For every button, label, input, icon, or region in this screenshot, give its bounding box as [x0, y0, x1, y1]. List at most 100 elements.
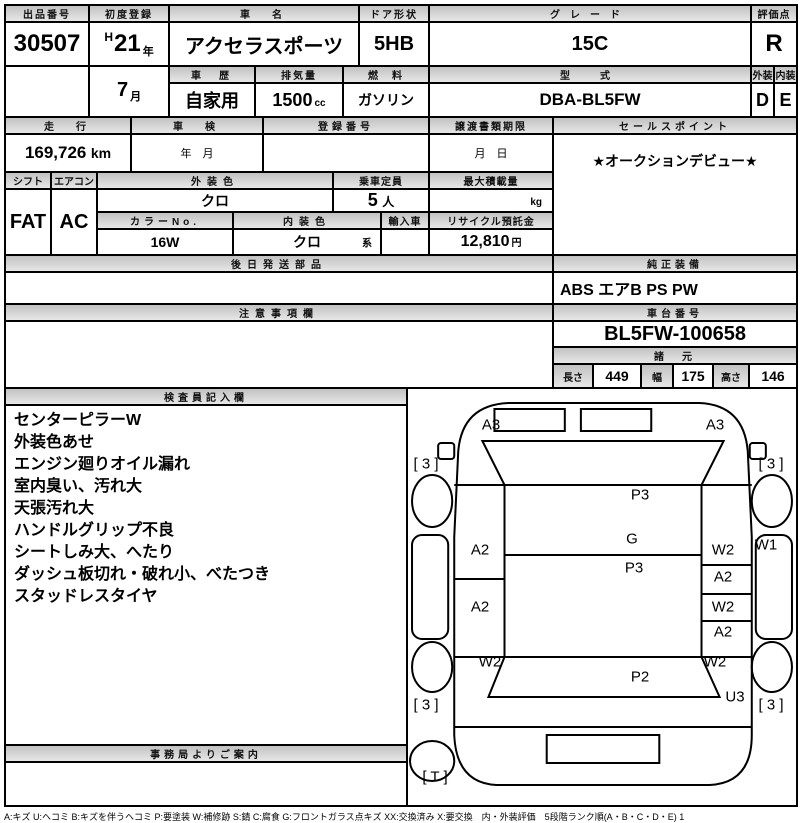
hood-vent-right	[579, 408, 653, 432]
mileage-label: 走 行	[3, 116, 133, 135]
int-color-label: 内装色	[232, 211, 383, 230]
first-reg-era: H	[104, 29, 113, 44]
damage-label: A2	[713, 568, 733, 586]
mileage-value: 169,726 km	[3, 133, 133, 173]
width-value: 175	[672, 363, 714, 389]
damage-label: W2	[711, 598, 735, 616]
rear-left-wheel	[411, 641, 454, 693]
legend-text: A:キズ U:ヘコミ B:キズを伴うヘコミ P:要塗装 W:補修跡 S:錆 C:…	[4, 812, 685, 822]
left-rocker-strip	[411, 534, 450, 640]
displacement-label: 排気量	[254, 65, 344, 84]
trunk-lid	[545, 734, 661, 764]
inspection-table: 検査員記入欄	[4, 387, 798, 807]
office-info-label: 事務局よりご案内	[4, 744, 408, 763]
recycle-unit: 円	[511, 238, 522, 249]
chassis-no-label: 車台番号	[551, 303, 799, 322]
right-rocker-strip	[754, 534, 793, 640]
inspector-note: ハンドルグリップ不良	[14, 522, 175, 539]
width-label: 幅	[640, 363, 674, 389]
recycle-number: 12,810	[460, 233, 510, 250]
inspector-note: ダッシュ板切れ・破れ小、べたつき	[14, 566, 271, 583]
damage-label: P2	[630, 668, 650, 686]
inspector-note: 外装色あせ	[14, 434, 95, 451]
ext-color-value: クロ	[95, 188, 335, 213]
reg-no-blank-cell	[262, 133, 431, 173]
equipment-value: ABS エアB PS PW	[552, 271, 798, 305]
exterior-grade: D	[750, 82, 776, 118]
length-label: 長さ	[552, 363, 594, 389]
inspector-note: 天張汚れ大	[14, 500, 95, 517]
displacement-number: 1500	[272, 89, 313, 110]
int-color-value: クロ 系	[232, 228, 383, 256]
damage-label: U3	[725, 688, 745, 706]
cautions-blank-cell	[4, 320, 554, 389]
car-body-outline	[453, 402, 753, 786]
sales-point-value: ★オークションデビュー★	[552, 133, 799, 256]
length-value: 449	[592, 363, 642, 389]
inspector-note: センターピラーW	[14, 412, 142, 429]
right-mirror	[748, 442, 767, 460]
int-color-suffix: 系	[362, 238, 373, 250]
capacity-label: 乗車定員	[332, 171, 431, 190]
hood-vent-left	[493, 408, 566, 432]
damage-label: W2	[478, 653, 502, 671]
chassis-no-value: BL5FW-100658	[551, 320, 799, 348]
auction-no-blank-cell	[4, 65, 90, 118]
door-shape-value: 5HB	[358, 21, 431, 67]
front-right-wheel	[750, 474, 793, 528]
equipment-table: 後日発送部品 純正装備 ABS エアB PS PW	[4, 254, 798, 305]
office-info-blank-cell	[4, 761, 408, 807]
int-color-name: クロ	[293, 234, 322, 250]
history-label: 車 歴	[168, 65, 256, 84]
damage-label: [ 3 ]	[413, 455, 439, 473]
sales-point-label: セールスポイント	[552, 116, 799, 135]
first-reg-year: 21	[113, 29, 141, 57]
damage-label: [ 3 ]	[413, 696, 439, 714]
detail-table: 走 行 車 検 登録番号 譲渡書類期限 セールスポイント 169,726 km …	[3, 116, 799, 256]
inspector-note: エンジン廻りオイル漏れ	[14, 456, 191, 473]
car-name-label: 車 名	[167, 4, 361, 23]
height-label: 高さ	[712, 363, 750, 389]
damage-label: A3	[705, 416, 725, 434]
rear-right-wheel	[750, 641, 793, 693]
fuel-label: 燃 料	[341, 65, 431, 84]
cautions-label: 注意事項欄	[4, 303, 554, 322]
recycle-label: リサイクル預託金	[428, 211, 555, 230]
color-no-label: カラーNo.	[95, 211, 235, 230]
damage-label: W1	[754, 536, 778, 554]
transfer-deadline-value: 月 日	[428, 133, 555, 173]
capacity-unit: 人	[382, 195, 395, 209]
damage-label: [ T ]	[422, 768, 448, 786]
interior-label: 内装	[773, 65, 799, 84]
damage-label: A3	[481, 416, 501, 434]
damage-label: [ 3 ]	[758, 455, 784, 473]
damage-label: A2	[470, 541, 490, 559]
aircon-value: AC	[50, 188, 98, 256]
inspector-note: シートしみ大、へたり	[14, 544, 175, 561]
max-load-label: 最大積載量	[428, 171, 555, 190]
model-value: DBA-BL5FW	[428, 82, 753, 118]
first-reg-label: 初度登録	[88, 4, 170, 23]
fuel-value: ガソリン	[341, 82, 431, 118]
spare-tire	[409, 740, 456, 782]
max-load-value: kg	[428, 188, 555, 213]
transfer-deadline-label: 譲渡書類期限	[428, 116, 555, 135]
ext-color-label: 外装色	[95, 171, 335, 190]
specs-label: 諸 元	[551, 346, 799, 365]
exterior-label: 外装	[750, 65, 776, 84]
damage-label: W2	[703, 653, 727, 671]
displacement-unit: cc	[314, 97, 326, 109]
shift-label: シフト	[4, 171, 52, 190]
damage-label: P3	[624, 559, 644, 577]
car-outline-svg	[409, 402, 793, 786]
import-label: 輸入車	[380, 211, 431, 230]
damage-label: W2	[711, 541, 735, 559]
